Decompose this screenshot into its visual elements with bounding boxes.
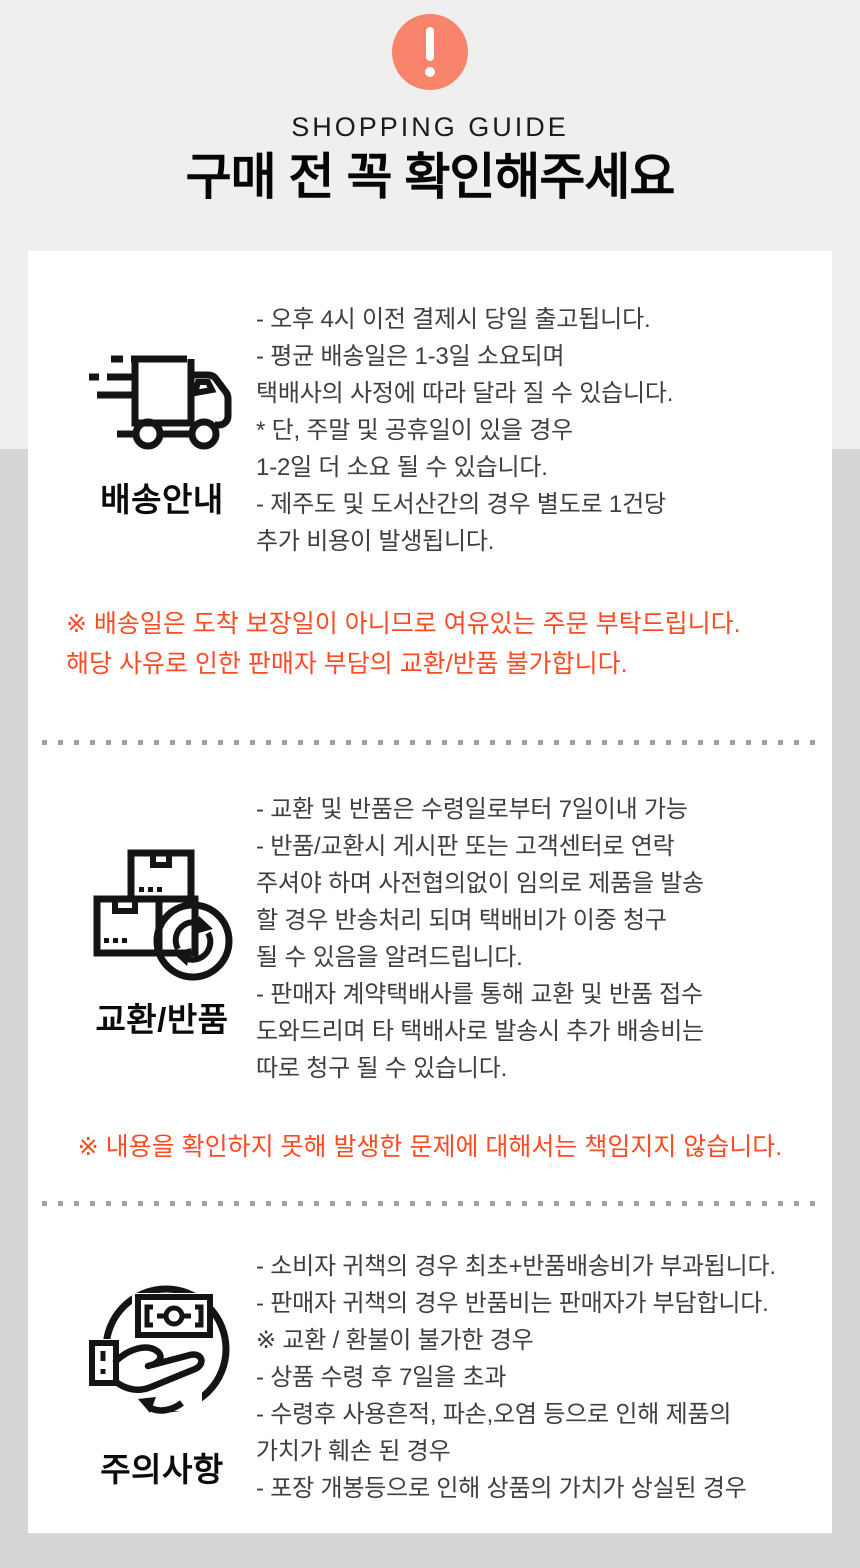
text-line: ※ 교환 / 환불이 불가한 경우 — [256, 1327, 534, 1354]
text-line: 할 경우 반송처리 되며 택배비가 이중 청구 — [256, 907, 667, 934]
section-label: 교환/반품 — [95, 1001, 229, 1038]
section-exchange-return: 교환/반품 - 교환 및 반품은 수령일로부터 7일이내 가능 - 반품/교환시… — [28, 791, 832, 1087]
text-line: - 판매자 계약택배사를 통해 교환 및 반품 접수 — [256, 981, 703, 1008]
exclamation-dot — [425, 67, 435, 77]
exclamation-icon — [392, 14, 468, 90]
text-line: - 반품/교환시 게시판 또는 고객센터로 연락 — [256, 833, 675, 860]
text-line: 1-2일 더 소요 될 수 있습니다. — [256, 454, 548, 481]
refund-hand-icon — [88, 1285, 230, 1414]
section-label: 주의사항 — [100, 1450, 224, 1488]
text-line: 택배사의 사정에 따라 달라 질 수 있습니다. — [256, 380, 674, 407]
text-line: 도와드리며 타 택배사로 발송시 추가 배송비는 — [256, 1018, 705, 1045]
text-line: - 수령후 사용흔적, 파손,오염 등으로 인해 제품의 — [256, 1401, 732, 1428]
text-line: - 포장 개봉등으로 인해 상품의 가치가 상실된 경우 — [256, 1475, 747, 1502]
section-exchange-text: - 교환 및 반품은 수령일로부터 7일이내 가능 - 반품/교환시 게시판 또… — [256, 791, 806, 1087]
text-line: 될 수 있음을 알려드립니다. — [256, 944, 523, 971]
text-line: - 평균 배송일은 1-3일 소요되며 — [256, 343, 565, 370]
text-line: - 교환 및 반품은 수령일로부터 7일이내 가능 — [256, 796, 688, 823]
section-exchange-icon-col: 교환/반품 — [68, 791, 256, 1087]
section-caution-icon-col: 주의사항 — [68, 1248, 256, 1507]
exchange-warning-note: ※ 내용을 확인하지 못해 발생한 문제에 대해서는 책임지지 않습니다. — [34, 1127, 826, 1167]
text-line: - 판매자 귀책의 경우 반품비는 판매자가 부담합니다. — [256, 1290, 769, 1317]
section-delivery: 배송안내 - 오후 4시 이전 결제시 당일 출고됩니다. - 평균 배송일은 … — [28, 301, 832, 560]
text-line: - 상품 수령 후 7일을 초과 — [256, 1364, 507, 1391]
truck-icon — [89, 355, 232, 449]
boxes-recycle-icon — [93, 849, 233, 981]
dotted-separator — [42, 740, 818, 745]
guide-header: SHOPPING GUIDE 구매 전 꼭 확인해주세요 — [0, 0, 860, 205]
text-line: - 오후 4시 이전 결제시 당일 출고됩니다. — [256, 306, 651, 333]
warning-line: ※ 내용을 확인하지 못해 발생한 문제에 대해서는 책임지지 않습니다. — [77, 1133, 783, 1161]
exclamation-bar — [426, 27, 434, 61]
section-caution-text: - 소비자 귀책의 경우 최초+반품배송비가 부과됩니다. - 판매자 귀책의 … — [256, 1248, 806, 1507]
dotted-separator — [42, 1201, 818, 1206]
text-line: 주셔야 하며 사전협의없이 임의로 제품을 발송 — [256, 870, 705, 897]
section-delivery-icon-col: 배송안내 — [68, 301, 256, 560]
text-line: - 소비자 귀책의 경우 최초+반품배송비가 부과됩니다. — [256, 1253, 776, 1280]
section-caution: 주의사항 - 소비자 귀책의 경우 최초+반품배송비가 부과됩니다. - 판매자… — [28, 1248, 832, 1507]
text-line: 가치가 훼손 된 경우 — [256, 1438, 451, 1465]
shopping-guide-eyebrow: SHOPPING GUIDE — [291, 112, 569, 142]
warning-line: 해당 사유로 인한 판매자 부담의 교환/반품 불가합니다. — [66, 650, 628, 678]
page-title: 구매 전 꼭 확인해주세요 — [185, 149, 676, 205]
section-delivery-text: - 오후 4시 이전 결제시 당일 출고됩니다. - 평균 배송일은 1-3일 … — [256, 301, 806, 560]
guide-card: 배송안내 - 오후 4시 이전 결제시 당일 출고됩니다. - 평균 배송일은 … — [28, 251, 832, 1533]
section-label: 배송안내 — [100, 480, 224, 518]
text-line: 추가 비용이 발생됩니다. — [256, 528, 495, 555]
warning-line: ※ 배송일은 도착 보장일이 아니므로 여유있는 주문 부탁드립니다. — [66, 610, 741, 638]
delivery-warning-note: ※ 배송일은 도착 보장일이 아니므로 여유있는 주문 부탁드립니다. 해당 사… — [66, 604, 818, 684]
text-line: 따로 청구 될 수 있습니다. — [256, 1055, 508, 1082]
text-line: * 단, 주말 및 공휴일이 있을 경우 — [256, 417, 573, 444]
text-line: - 제주도 및 도서산간의 경우 별도로 1건당 — [256, 491, 666, 518]
